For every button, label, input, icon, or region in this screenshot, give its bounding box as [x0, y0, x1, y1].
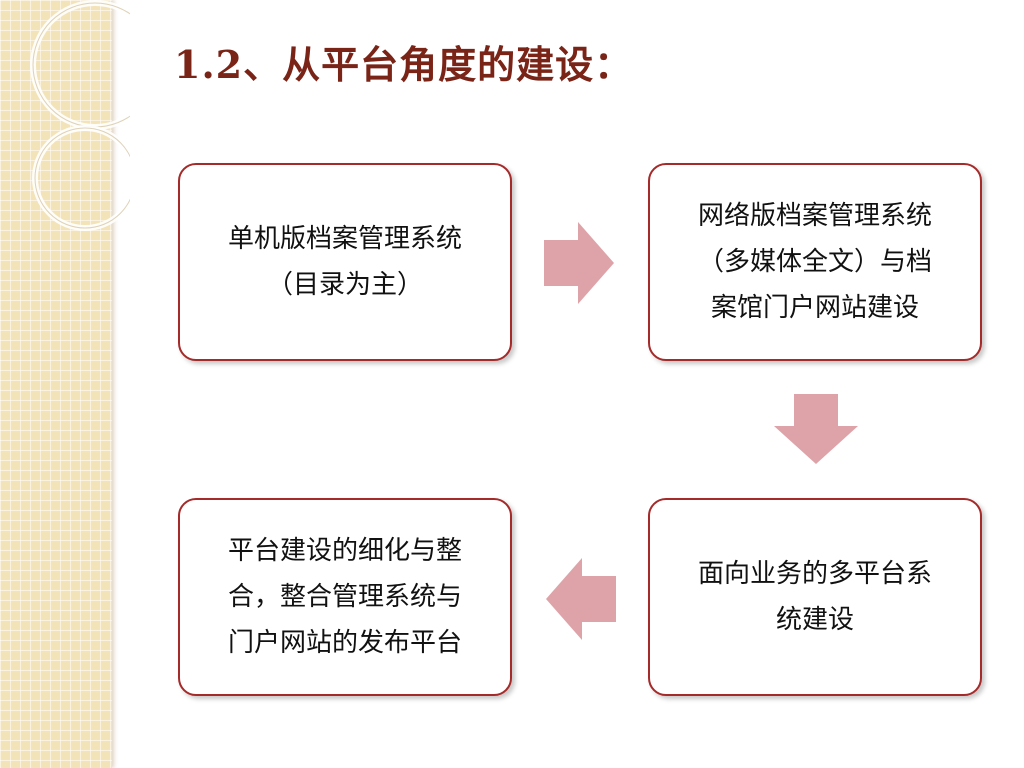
box-line: 统建设: [775, 605, 854, 635]
box-line: （多媒体全文）与档: [697, 247, 932, 277]
flow-box-standalone-system: 单机版档案管理系统 （目录为主）: [178, 163, 512, 361]
box-line: 单机版档案管理系统: [227, 224, 462, 254]
flow-box-network-system: 网络版档案管理系统 （多媒体全文）与档 案馆门户网站建设: [648, 163, 982, 361]
box-line: 合，整合管理系统与: [227, 582, 462, 612]
flow-box-text: 面向业务的多平台系 统建设: [698, 551, 932, 643]
decorative-rings: [30, 0, 130, 231]
flow-box-platform-integration: 平台建设的细化与整 合，整合管理系统与 门户网站的发布平台: [178, 498, 512, 696]
box-line: 面向业务的多平台系: [697, 559, 932, 589]
flow-box-text: 网络版档案管理系统 （多媒体全文）与档 案馆门户网站建设: [698, 193, 932, 331]
box-line: 平台建设的细化与整: [227, 536, 462, 566]
flow-box-text: 平台建设的细化与整 合，整合管理系统与 门户网站的发布平台: [228, 528, 462, 666]
slide-title: 1.2、从平台角度的建设：: [174, 42, 634, 87]
box-line: （目录为主）: [266, 270, 423, 300]
box-line: 网络版档案管理系统: [697, 201, 932, 231]
flow-box-multi-platform: 面向业务的多平台系 统建设: [648, 498, 982, 696]
flow-box-text: 单机版档案管理系统 （目录为主）: [228, 216, 462, 308]
left-arrow-icon: [546, 558, 616, 640]
down-arrow-icon: [774, 394, 858, 464]
box-line: 案馆门户网站建设: [710, 293, 919, 323]
right-arrow-icon: [544, 222, 614, 304]
box-line: 门户网站的发布平台: [227, 628, 462, 658]
